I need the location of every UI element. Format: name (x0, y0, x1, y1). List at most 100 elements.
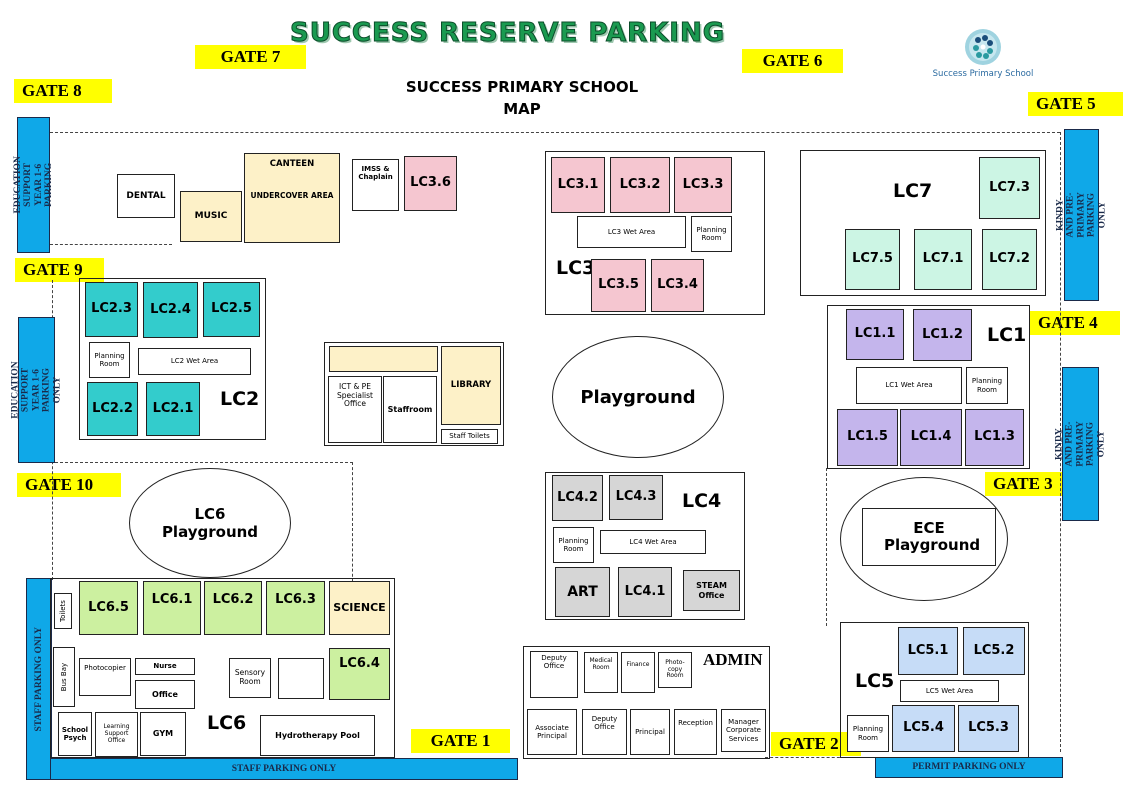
room-lc4-1: LC4.1 (618, 567, 672, 617)
room-lc2-2: LC2.2 (87, 382, 138, 436)
finance: Finance (621, 652, 655, 693)
boundary-left-upper (50, 244, 172, 245)
lc4-block (545, 472, 745, 620)
admin-label: ADMIN (703, 650, 763, 669)
music: MUSIC (180, 191, 242, 242)
unlabeled-room (278, 658, 324, 699)
school-logo-text: Success Primary School (932, 69, 1034, 79)
lc6-label: LC6 (207, 712, 247, 734)
lc6-playground-label: LC6 Playground (161, 505, 259, 541)
dental: DENTAL (117, 174, 175, 218)
staff-parking-bottom: STAFF PARKING ONLY (50, 758, 518, 780)
steam-office: STEAM Office (683, 570, 740, 611)
lc3-block (545, 151, 765, 315)
gate-10: GATE 10 (17, 473, 121, 497)
kindy-parking-top: KINDY AND PRE-PRIMARY PARKING ONLY (1055, 129, 1107, 301)
room-lc3-3: LC3.3 (674, 157, 732, 213)
deputy-office: Deputy Office (582, 709, 627, 755)
staff-parking-left: STAFF PARKING ONLY (26, 578, 52, 780)
room-lc3-5: LC3.5 (591, 259, 646, 312)
ece-playground: ECE Playground (862, 508, 996, 566)
room-lc3-4: LC3.4 (651, 259, 704, 312)
room-lc5-1: LC5.1 (898, 627, 958, 675)
boundary-lc6-top (55, 462, 353, 463)
associate-principal: Associate Principal (527, 709, 577, 755)
room-lc7-5: LC7.5 (845, 229, 900, 290)
library: LIBRARY (441, 346, 501, 425)
lc7-label: LC7 (893, 180, 933, 202)
lc1-block (827, 305, 1030, 469)
imss-chaplain: IMSS & Chaplain (352, 159, 399, 211)
room-art: ART (555, 567, 610, 617)
lc1-planning-room: Planning Room (966, 367, 1008, 404)
room-lc3-1: LC3.1 (551, 157, 605, 213)
bus-bay: Bus Bay (53, 647, 75, 707)
canteen-undercover: CANTEEN UNDERCOVER AREA (244, 153, 340, 243)
edu-support-parking-mid: EDUCATION SUPPORT YEAR 1-6 PARKING ONLY (10, 317, 62, 463)
boundary-ece-left (826, 468, 827, 626)
reception: Reception (674, 709, 717, 755)
room-lc2-3: LC2.3 (85, 282, 138, 337)
photocopy-room: Photo-copy Room (658, 652, 692, 688)
playground: Playground (552, 336, 724, 458)
lc2-planning-room: Planning Room (89, 342, 130, 378)
map-title-line2: MAP (503, 100, 541, 118)
lc1-label: LC1 (987, 324, 1027, 346)
room-lc5-4: LC5.4 (892, 705, 955, 752)
lc7-block (800, 150, 1046, 296)
lc5-wet-area: LC5 Wet Area (900, 680, 999, 702)
room-lc7-1: LC7.1 (914, 229, 972, 290)
boundary-bottom-mid (765, 757, 845, 758)
manager-corporate-services: Manager Corporate Services (721, 709, 766, 752)
lc6-playground: LC6 Playground (129, 468, 291, 578)
room-lc4-3: LC4.3 (609, 475, 663, 520)
room-lc7-3: LC7.3 (979, 157, 1040, 219)
photocopier: Photocopier (79, 658, 131, 696)
canteen-label: CANTEEN (269, 159, 315, 169)
gate-6: GATE 6 (742, 49, 843, 73)
lc4-wet-area: LC4 Wet Area (600, 530, 706, 554)
hydrotherapy-pool: Hydrotherapy Pool (260, 715, 375, 756)
room-lc5-3: LC5.3 (958, 705, 1019, 752)
lc2-wet-area: LC2 Wet Area (138, 348, 251, 375)
lc1-wet-area: LC1 Wet Area (856, 367, 962, 404)
deputy-office-top: Deputy Office (530, 651, 578, 698)
gym: GYM (140, 712, 186, 756)
room-lc2-4: LC2.4 (143, 282, 198, 338)
staff-toilets: Staff Toilets (441, 429, 498, 444)
room-lc1-2: LC1.2 (913, 309, 972, 361)
room-lc5-2: LC5.2 (963, 627, 1025, 675)
reserve-parking-banner: SUCCESS RESERVE PARKING (289, 18, 726, 49)
map-title: SUCCESS PRIMARY SCHOOL MAP (400, 76, 644, 120)
boundary-top (50, 132, 1060, 133)
room-lc2-1: LC2.1 (146, 382, 200, 436)
room-lc6-5: LC6.5 (79, 581, 138, 635)
room-lc6-1: LC6.1 (143, 581, 201, 635)
lc5-block (840, 622, 1029, 758)
nurse: Nurse (135, 658, 195, 675)
lc3-label: LC3 (556, 257, 596, 279)
room-lc3-2: LC3.2 (610, 157, 670, 213)
room-lc1-1: LC1.1 (846, 309, 904, 360)
principal: Principal (630, 709, 670, 755)
school-psych: School Psych (58, 712, 92, 756)
boundary-right (1060, 132, 1061, 752)
room-lc1-3: LC1.3 (965, 409, 1024, 466)
boundary-lc6-right (352, 462, 353, 592)
library-annex (329, 346, 438, 372)
room-lc7-2: LC7.2 (982, 229, 1037, 290)
ece-playground-label: ECE Playground (884, 518, 981, 554)
gate-3: GATE 3 (985, 472, 1074, 496)
undercover-label: UNDERCOVER AREA (250, 190, 334, 200)
office: Office (135, 680, 195, 709)
library-block (324, 342, 504, 446)
school-logo: Success Primary School (928, 28, 1038, 88)
gate-8: GATE 8 (14, 79, 112, 103)
gate-2: GATE 2 (771, 732, 861, 756)
gate-4: GATE 4 (1030, 311, 1120, 335)
room-lc6-4: LC6.4 (329, 648, 390, 700)
school-logo-icon (965, 29, 1001, 65)
sensory-room: Sensory Room (229, 658, 271, 698)
room-lc2-5: LC2.5 (203, 282, 260, 337)
learning-support-office: Learning Support Office (95, 712, 138, 757)
